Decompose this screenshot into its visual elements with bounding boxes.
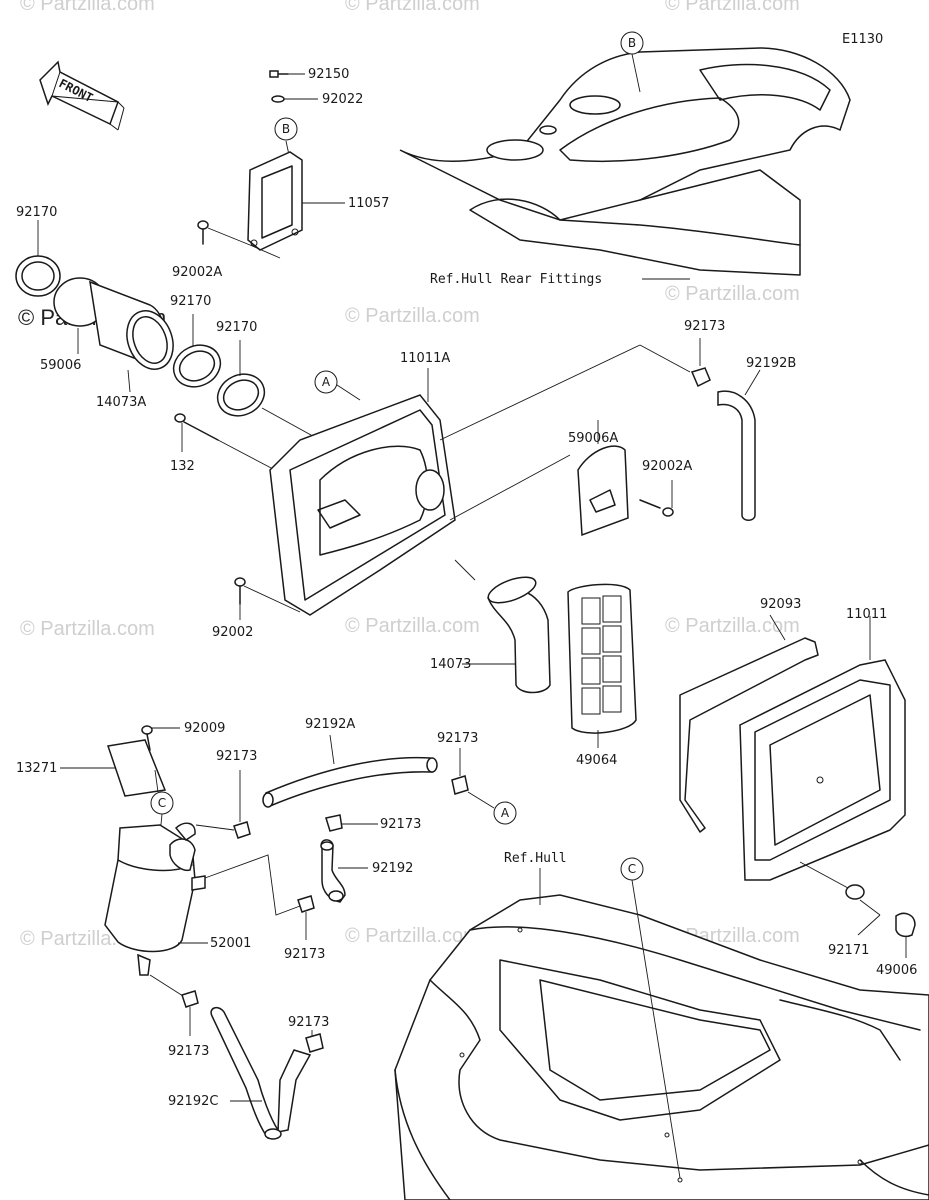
- label-92192a: 92192A: [305, 717, 355, 732]
- watermark-10: © Partzilla.com: [345, 925, 480, 947]
- watermark-3: © Partzilla.com: [665, 0, 800, 15]
- label-92150: 92150: [308, 67, 349, 82]
- clip-92173-bl: [149, 974, 199, 1036]
- label-92173-bl: 92173: [168, 1044, 209, 1059]
- label-13271: 13271: [16, 761, 57, 776]
- screw-92009: [141, 725, 180, 751]
- callout-c-left: C: [150, 769, 174, 836]
- watermark-2: © Partzilla.com: [345, 0, 480, 15]
- clamp-92170-c: [216, 340, 321, 441]
- hull: [394, 894, 929, 1200]
- air-box-11011a: [269, 344, 691, 616]
- plate-13271: [60, 739, 167, 797]
- bolt-92150: [269, 70, 305, 78]
- screw-92002a-right: [639, 480, 674, 517]
- hose-92192: [320, 839, 368, 903]
- clip-92173-top: [690, 338, 711, 388]
- clip-92173-hose: [325, 814, 378, 832]
- label-92171: 92171: [828, 943, 869, 958]
- clamp-92170-b: [172, 314, 222, 388]
- label-92173-br: 92173: [288, 1015, 329, 1030]
- screw-92002a-top: [197, 220, 281, 259]
- label-92192b: 92192B: [746, 356, 796, 371]
- label-92022: 92022: [322, 92, 363, 107]
- elbow-14073: [462, 576, 551, 694]
- label-92009: 92009: [184, 721, 225, 736]
- label-59006a: 59006A: [568, 431, 618, 446]
- label-92173-left: 92173: [216, 749, 257, 764]
- diagram-code: E1130: [842, 32, 883, 47]
- gasket-92093: [679, 614, 819, 833]
- label-11011: 11011: [846, 607, 887, 622]
- watermark-5: © Partzilla.com: [665, 283, 800, 305]
- cover-11011: [739, 616, 906, 881]
- clip-92173-left: [195, 770, 251, 839]
- callout-a-bottom: A: [493, 801, 517, 825]
- label-11057: 11057: [348, 196, 389, 211]
- label-92173-low: 92173: [284, 947, 325, 962]
- canister-52001: [104, 822, 208, 976]
- label-92002a-right: 92002A: [642, 459, 692, 474]
- label-49006: 49006: [876, 963, 917, 978]
- screw-92002: [234, 577, 301, 620]
- washer-92022: [271, 95, 318, 103]
- label-92170-c: 92170: [216, 320, 257, 335]
- bolt-132: [174, 413, 276, 471]
- callout-b-top: B: [620, 31, 644, 93]
- clamp-92170-a: [15, 220, 61, 297]
- label-92192c: 92192C: [168, 1094, 218, 1109]
- cap-49006: [895, 912, 916, 958]
- callout-c-right-text: C: [628, 862, 636, 876]
- front-arrow-icon: FRONT: [39, 60, 125, 131]
- label-92173-top: 92173: [684, 319, 725, 334]
- clip-92173-low: [204, 854, 315, 940]
- hose-92192b: [717, 369, 761, 521]
- screen-49064: [567, 583, 637, 748]
- callout-a-top-text: A: [322, 375, 331, 389]
- watermark-4: © Partzilla.com: [345, 305, 480, 327]
- hose-92192c: [210, 1006, 312, 1140]
- callout-a-bottom-text: A: [501, 806, 510, 820]
- label-59006: 59006: [40, 358, 81, 373]
- label-92192: 92192: [372, 861, 413, 876]
- watermark-8: © Partzilla.com: [665, 615, 800, 637]
- callout-b-bracket: B: [274, 117, 298, 156]
- callout-b-bracket-text: B: [282, 122, 290, 136]
- watermark-1: © Partzilla.com: [20, 0, 155, 15]
- hull-rear-fittings: [399, 47, 851, 276]
- ref-hull: Ref.Hull: [504, 851, 567, 866]
- label-49064: 49064: [576, 753, 617, 768]
- watermarks: © Partzilla.com © Partzilla.com © Partzi…: [18, 0, 800, 950]
- label-92170-a: 92170: [16, 205, 57, 220]
- label-92093: 92093: [760, 597, 801, 612]
- label-132: 132: [170, 459, 195, 474]
- duct-14073a: [53, 277, 174, 393]
- label-14073: 14073: [430, 657, 471, 672]
- label-92173-hose: 92173: [380, 817, 421, 832]
- ref-hull-rear-fittings: Ref.Hull Rear Fittings: [430, 272, 602, 287]
- label-92173-mid: 92173: [437, 731, 478, 746]
- label-52001: 52001: [210, 936, 251, 951]
- callout-c-left-text: C: [158, 796, 166, 810]
- hose-92192a: [262, 734, 438, 808]
- label-92170-b: 92170: [170, 294, 211, 309]
- clip-92173-br: [305, 1030, 324, 1053]
- label-11011a: 11011A: [400, 351, 450, 366]
- label-92002: 92002: [212, 625, 253, 640]
- callout-b-top-text: B: [628, 36, 636, 50]
- watermark-6: © Partzilla.com: [20, 618, 155, 640]
- callout-c-right: C: [620, 857, 681, 1179]
- label-92002a-top: 92002A: [172, 265, 222, 280]
- watermark-7: © Partzilla.com: [345, 615, 480, 637]
- bracket-11057: [247, 151, 345, 251]
- plate-59006a: [577, 420, 629, 537]
- callout-a-top: A: [314, 370, 361, 401]
- clip-92173-mid: [451, 748, 495, 809]
- clip-92171: [799, 861, 881, 936]
- label-14073a: 14073A: [96, 395, 146, 410]
